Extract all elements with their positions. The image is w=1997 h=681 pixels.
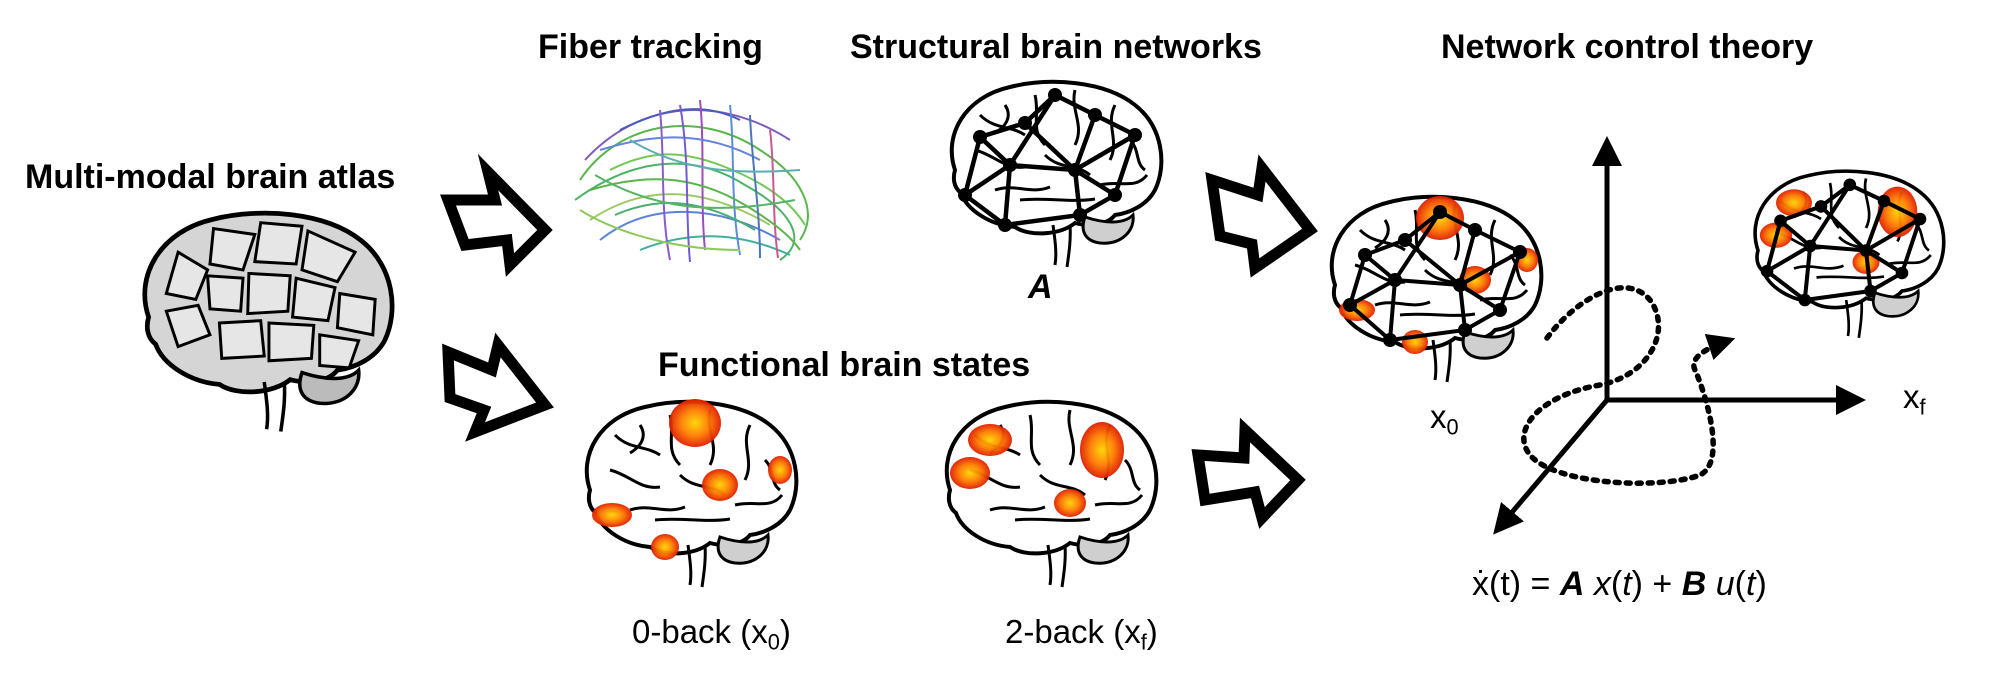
brain-activation-icon (584, 399, 799, 589)
xf-sub: f (1919, 394, 1926, 420)
arrow-icon (1205, 154, 1318, 278)
brain-network-icon (1329, 194, 1544, 384)
x0-sub: 0 (1446, 414, 1459, 440)
eq-x: x (1593, 565, 1611, 603)
eq-t6: ) (1755, 565, 1767, 603)
control-title: Network control theory (1441, 28, 1814, 66)
arrow-icon (442, 332, 554, 442)
functional-title: Functional brain states (658, 346, 1031, 384)
brain-activation-icon (944, 399, 1159, 589)
x0-label: x0 (1430, 398, 1459, 441)
two-back-caption: 2-back (xf) (1005, 613, 1158, 656)
eq-t2: t (1622, 565, 1632, 603)
two-back-close: ) (1146, 613, 1158, 650)
tractography-icon (574, 99, 809, 263)
zero-back-text: 0-back (x (632, 613, 768, 650)
brain-network-icon (1753, 169, 1946, 340)
eq-t3: ) + (1631, 565, 1682, 603)
eq-lhs: ẋ(t) = (1472, 565, 1560, 603)
brain-network-icon (949, 79, 1164, 269)
x0-base: x (1430, 398, 1447, 435)
eq-t1: ( (1610, 565, 1623, 603)
eq-B: B (1681, 565, 1707, 603)
fiber-title: Fiber tracking (538, 28, 763, 66)
control-trajectory (1521, 285, 1736, 486)
atlas-title: Multi-modal brain atlas (25, 158, 396, 196)
arrow-icon (440, 153, 553, 277)
two-back-sub: f (1140, 629, 1147, 655)
xf-label: xf (1903, 378, 1926, 421)
control-equation: ẋ(t) = A x(t) + B u(t) (1472, 565, 1767, 604)
eq-u: u (1715, 565, 1735, 603)
xf-base: x (1903, 378, 1920, 415)
brain-atlas-icon (142, 210, 395, 432)
two-back-text: 2-back (x (1005, 613, 1141, 650)
zero-back-close: ) (779, 613, 791, 650)
structural-title: Structural brain networks (850, 28, 1262, 66)
zero-back-caption: 0-back (x0) (632, 613, 791, 656)
arrow-icon (1191, 417, 1306, 529)
eq-t4: ( (1734, 565, 1746, 603)
state-space-axes (1493, 136, 1866, 535)
eq-A: A (1559, 565, 1585, 603)
eq-t5: t (1745, 565, 1756, 603)
zero-back-sub: 0 (767, 629, 780, 655)
adjacency-label: A (1028, 268, 1053, 306)
